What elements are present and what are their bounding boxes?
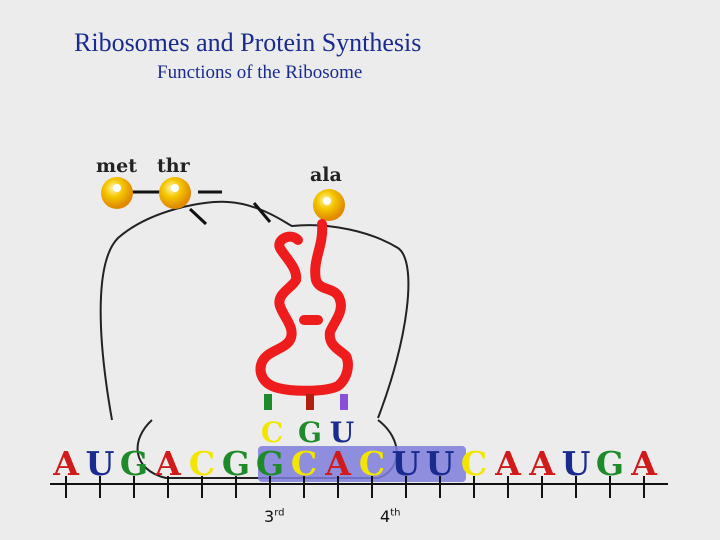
anticodon-letter: C (260, 416, 284, 449)
anticodon-base-tick (264, 394, 272, 410)
mrna-base: A (495, 444, 521, 483)
trna-molecule (255, 219, 353, 396)
page-title: Ribosomes and Protein Synthesis (74, 28, 422, 57)
mrna-base: A (53, 444, 79, 483)
trna-link (188, 207, 208, 226)
mrna-base: A (155, 444, 181, 483)
anticodon-base-tick (306, 394, 314, 410)
mrna-base: U (561, 444, 591, 483)
amino-acid-met-ball (101, 177, 133, 209)
site-label-3rd: 3rd (264, 507, 285, 526)
mrna-base: G (255, 444, 285, 483)
trna-link (252, 202, 272, 223)
mrna-base: A (325, 444, 351, 483)
page-subtitle: Functions of the Ribosome (157, 62, 363, 83)
mrna-base: U (85, 444, 115, 483)
amino-acid-label-met: met (96, 155, 137, 177)
amino-acid-thr-ball (159, 177, 191, 209)
mrna-base: G (221, 444, 251, 483)
mrna-ticks (65, 476, 645, 498)
mrna-base: C (290, 444, 318, 483)
site-label-4th: 4th (380, 507, 401, 526)
mrna-base: C (188, 444, 216, 483)
amino-acid-label-thr: thr (157, 155, 190, 177)
mrna-base: U (425, 444, 455, 483)
amino-acid-label-ala: ala (310, 164, 342, 186)
codon-highlight (258, 446, 466, 482)
anticodon-letter: G (298, 416, 322, 449)
mrna-base: U (391, 444, 421, 483)
mrna-base: C (358, 444, 386, 483)
amino-acid-ala-ball (313, 189, 345, 221)
anticodon-base-tick (340, 394, 348, 410)
mrna-base: A (631, 444, 657, 483)
anticodon-letter: U (329, 416, 355, 449)
mrna-base: C (460, 444, 488, 483)
mrna-base: A (529, 444, 555, 483)
mrna-base: G (595, 444, 625, 483)
ribosome-large-subunit (99, 200, 410, 421)
mrna-base: G (119, 444, 149, 483)
